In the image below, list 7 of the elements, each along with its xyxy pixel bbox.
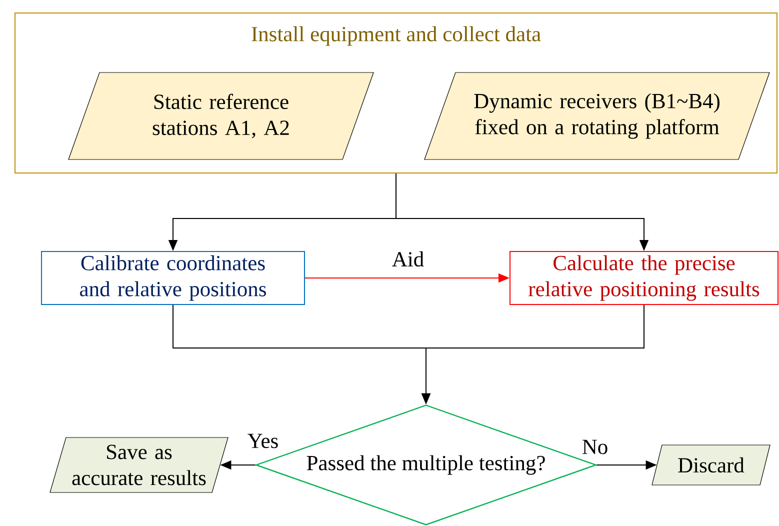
output-parallelogram: Discard bbox=[652, 444, 770, 486]
process-box: Calculate the precise relative positioning results bbox=[510, 251, 778, 305]
input-parallelogram: Static reference stations A1, A2 bbox=[68, 72, 374, 160]
edge-label: Aid bbox=[390, 250, 426, 268]
process-box: Calibrate coordinates and relative positions bbox=[41, 251, 305, 305]
input-parallelogram: Dynamic receivers (B1~B4) fixed on a rotating platform bbox=[424, 72, 770, 160]
output-parallelogram: Save as accurate results bbox=[50, 437, 228, 493]
